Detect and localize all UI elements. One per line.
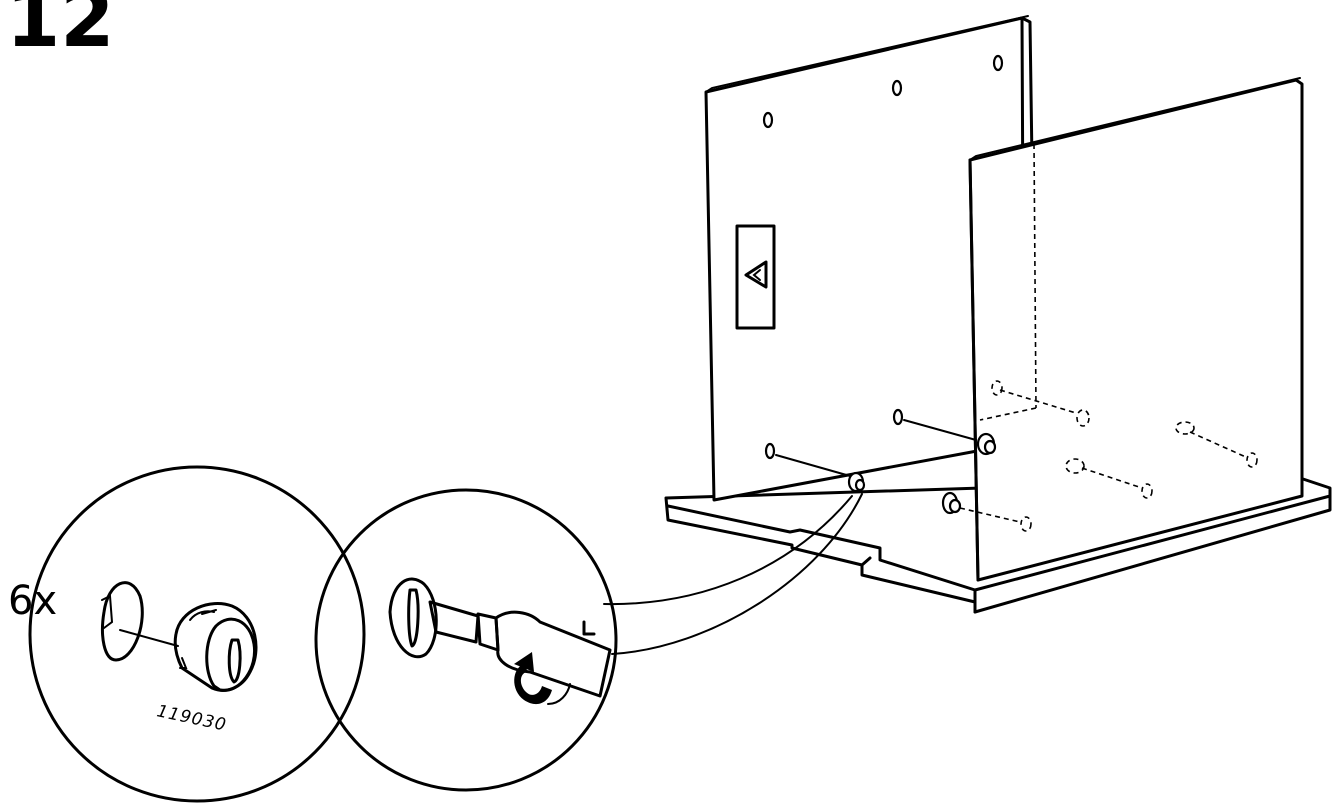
hole [992, 54, 1004, 72]
detail-circle-fitting: 6x 119030 [8, 465, 366, 803]
hole [762, 111, 774, 129]
cam-fitting [847, 471, 866, 493]
side-panel [941, 77, 1304, 582]
hole [891, 79, 903, 97]
warning-triangle-icon [744, 260, 768, 289]
detail-circle-tightening [314, 488, 863, 792]
step-number: 12 [6, 0, 115, 65]
cam-fitting [941, 491, 962, 515]
hole [764, 442, 776, 460]
cam-fitting [976, 432, 997, 456]
screwdriver [428, 600, 612, 698]
hole [892, 408, 904, 426]
cam-fitting-part [173, 602, 258, 692]
assembly-view [664, 15, 1332, 614]
quantity-label: 6x [8, 578, 57, 624]
back-panel [704, 15, 1038, 502]
rotate-arrow-icon [514, 652, 571, 705]
part-number-label: 119030 [155, 701, 229, 735]
